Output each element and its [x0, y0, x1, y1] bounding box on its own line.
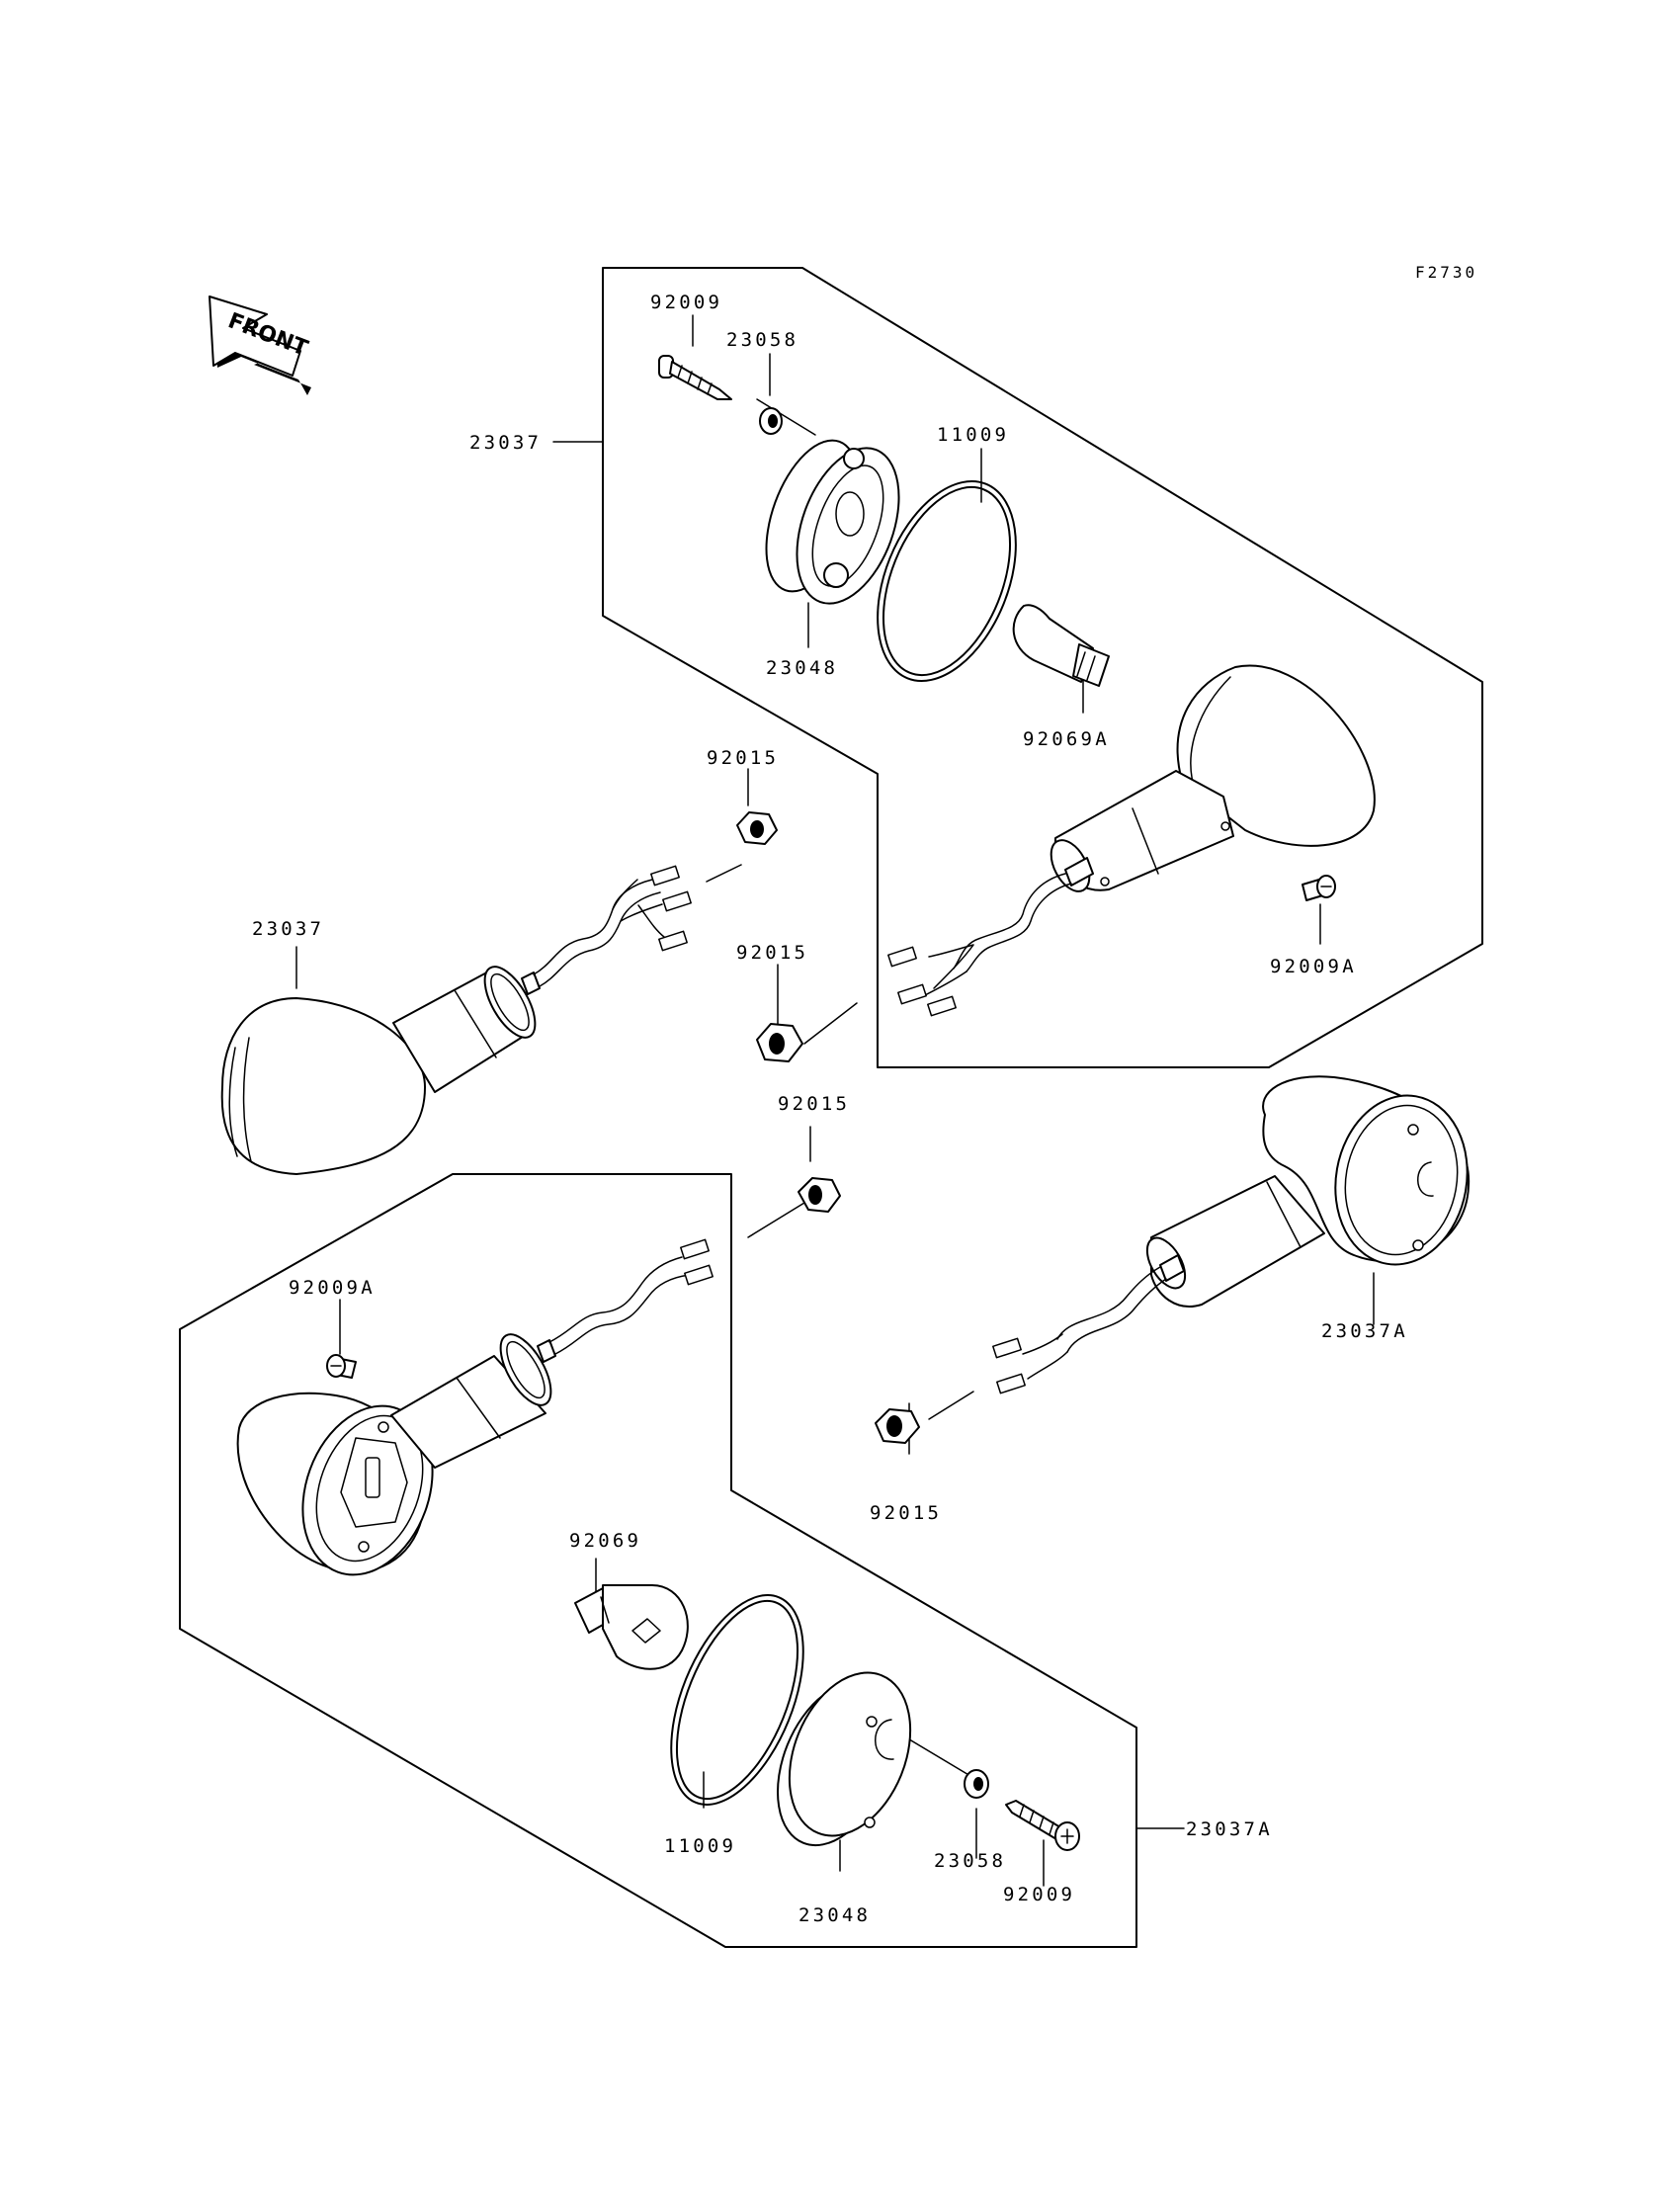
label-bottom-assembly: 23037A — [1186, 1818, 1273, 1840]
bottom-lamp-part — [236, 1238, 714, 1576]
top-assembly-outline — [602, 267, 1483, 1068]
screw-bottom-part — [1005, 1800, 1080, 1851]
label-left-lamp: 23037 — [252, 918, 324, 940]
screw-top-part — [658, 355, 732, 400]
label-lens-top: 23048 — [766, 657, 838, 679]
screw-left-part — [326, 1354, 357, 1379]
label-oring-top: 11009 — [937, 424, 1009, 446]
nut-center-part — [798, 1177, 841, 1213]
part-number-labels: 92009 23058 23037 11009 23048 92069A 920… — [252, 292, 1408, 1926]
label-oring-bottom: 11009 — [664, 1835, 736, 1857]
label-lens-bottom: 23048 — [798, 1904, 871, 1926]
nut-middle-part — [756, 1023, 803, 1062]
bulb-top-part — [1012, 604, 1110, 687]
screw-top-right-part — [1302, 875, 1336, 901]
bulb-bottom-part — [574, 1584, 689, 1670]
label-screw-bottom: 92009 — [1003, 1884, 1075, 1905]
label-nut-upper: 92015 — [707, 747, 779, 769]
top-right-lamp-part — [887, 664, 1376, 1017]
label-washer-bottom: 23058 — [934, 1850, 1006, 1872]
front-direction-arrow-icon: FRONT — [209, 296, 311, 395]
label-nut-lower: 92015 — [870, 1502, 942, 1524]
label-nut-middle: 92015 — [736, 942, 808, 964]
label-screw-top-right: 92009A — [1270, 956, 1357, 977]
oring-bottom-part — [670, 1594, 804, 1806]
label-washer-top: 23058 — [726, 329, 798, 351]
label-top-assembly: 23037 — [469, 432, 542, 454]
lens-bottom-part — [777, 1671, 912, 1847]
label-bulb-bottom: 92069 — [569, 1530, 641, 1552]
nut-lower-part — [875, 1408, 920, 1444]
label-nut-center: 92015 — [778, 1093, 850, 1115]
label-screw-top: 92009 — [650, 292, 722, 313]
oring-top-part — [877, 480, 1017, 682]
label-screw-left: 92009A — [289, 1277, 376, 1299]
bottom-assembly-outline — [179, 1173, 1137, 1948]
label-right-lamp: 23037A — [1321, 1320, 1408, 1342]
lens-top-part — [765, 439, 900, 605]
label-bulb-top: 92069A — [1023, 728, 1110, 750]
right-lamp-part — [992, 1075, 1470, 1394]
left-lamp-part — [220, 865, 692, 1175]
nut-upper-part — [736, 811, 778, 845]
figure-code: F2730 — [1415, 263, 1477, 282]
washer-bottom-part — [964, 1769, 989, 1799]
washer-top-part — [759, 407, 783, 435]
